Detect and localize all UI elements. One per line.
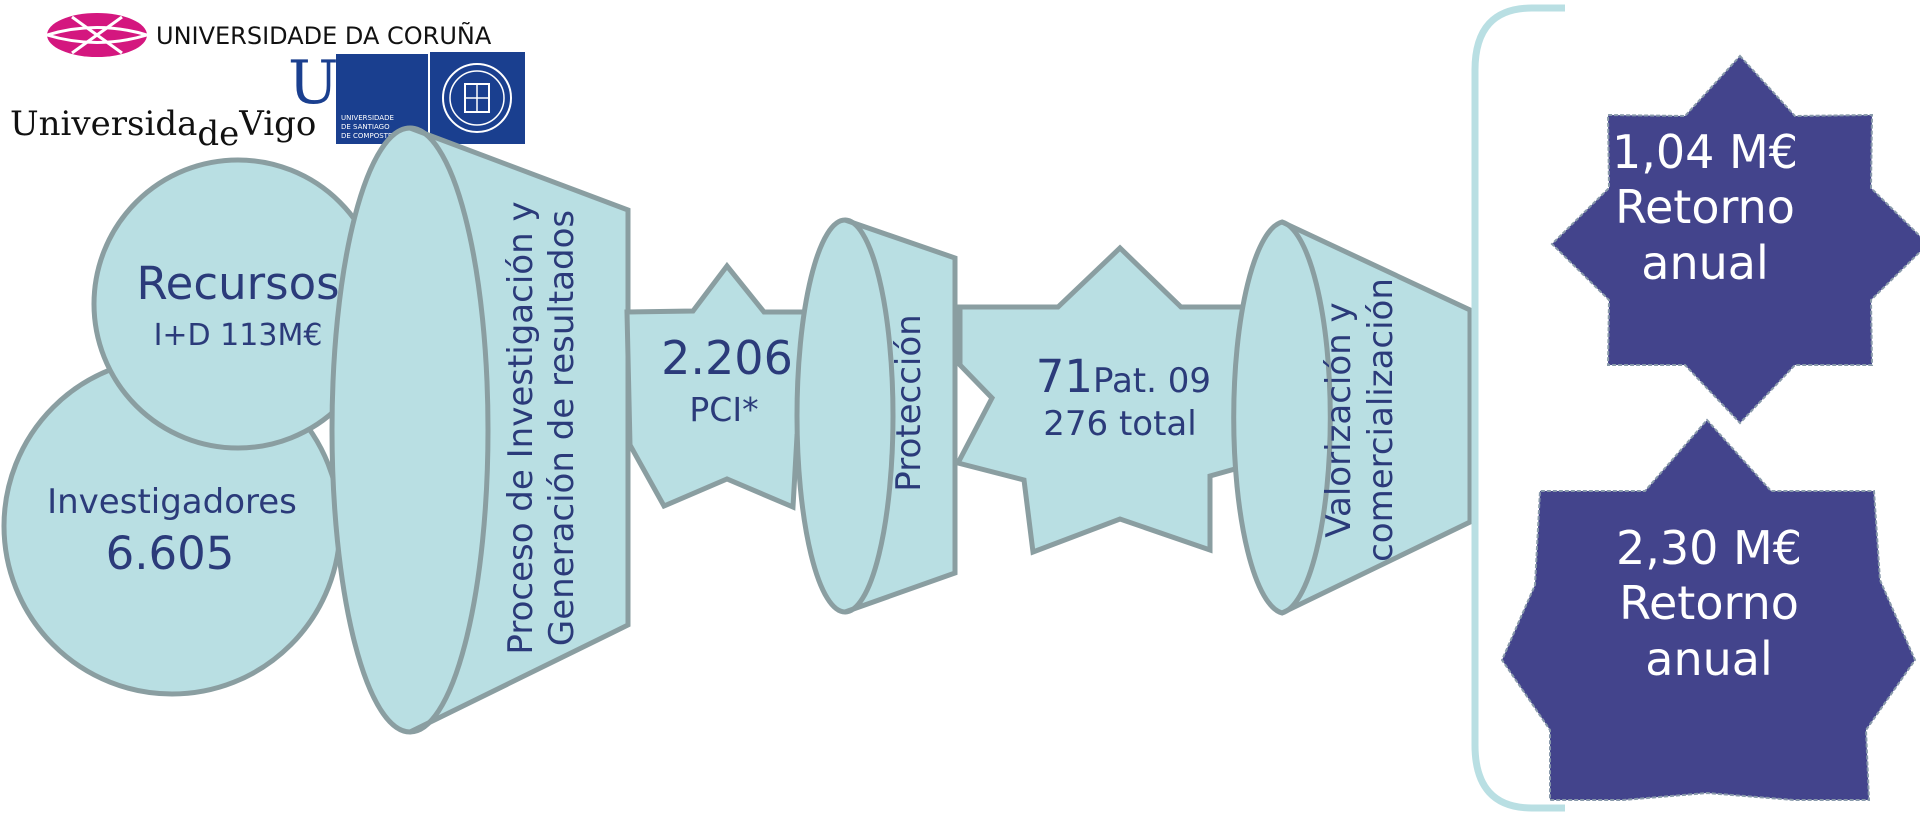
patents-value: 71 <box>1036 350 1093 403</box>
output-brace <box>1471 4 1565 812</box>
usc-seal-icon <box>442 63 512 133</box>
funnel-stage-protection <box>794 217 958 615</box>
investigadores-title: Investigadores <box>47 482 297 522</box>
vigo-name-part1: Universida <box>10 104 197 144</box>
funnel-valorization-line1: Valorización y <box>1319 302 1359 537</box>
patents-label: Pat. 09 <box>1093 361 1211 401</box>
vigo-logo: UniversidadeVigo <box>10 104 316 154</box>
usc-name-line3: DE COMPOSTELA <box>341 132 401 140</box>
usc-name-line2: DE SANTIAGO <box>341 123 390 131</box>
return-1-amount: 1,04 M€ <box>1612 125 1798 179</box>
investigadores-value: 6.605 <box>106 527 235 580</box>
return-star-2 <box>1500 418 1917 801</box>
svg-text:UniversidadeVigo: UniversidadeVigo <box>10 104 316 154</box>
recursos-value: I+D 113M€ <box>154 318 323 353</box>
return-1-label: Retorno <box>1615 180 1795 234</box>
usc-name-line1: UNIVERSIDADE <box>341 114 394 122</box>
return-star-1 <box>1550 54 1920 425</box>
pci-value: 2.206 <box>661 331 793 385</box>
funnel-stage-research <box>329 125 631 735</box>
udc-emblem-icon <box>46 13 148 57</box>
funnel-valorization-line2: comercialización <box>1361 278 1401 562</box>
funnel-stage-valorization <box>1231 219 1473 616</box>
udc-name: UNIVERSIDADE DA CORUÑA <box>156 20 492 50</box>
vigo-name-part3: Vigo <box>238 104 316 144</box>
funnel-protection-label: Protección <box>889 314 929 491</box>
vigo-name-part2: de <box>197 114 239 154</box>
patents-total: 276 total <box>1043 404 1196 444</box>
return-2-amount: 2,30 M€ <box>1616 521 1802 575</box>
funnel-research-line2: Generación de resultados <box>542 210 582 646</box>
return-2-label: Retorno <box>1619 576 1799 630</box>
funnel-research-line1: Proceso de Investigación y <box>501 201 541 654</box>
return-1-period: anual <box>1641 236 1768 290</box>
udc-logo: UNIVERSIDADE DA CORUÑA <box>46 13 492 57</box>
patents-star <box>954 244 1322 556</box>
pci-label: PCI* <box>689 390 758 429</box>
return-2-period: anual <box>1645 632 1772 686</box>
recursos-title: Recursos <box>136 257 339 310</box>
